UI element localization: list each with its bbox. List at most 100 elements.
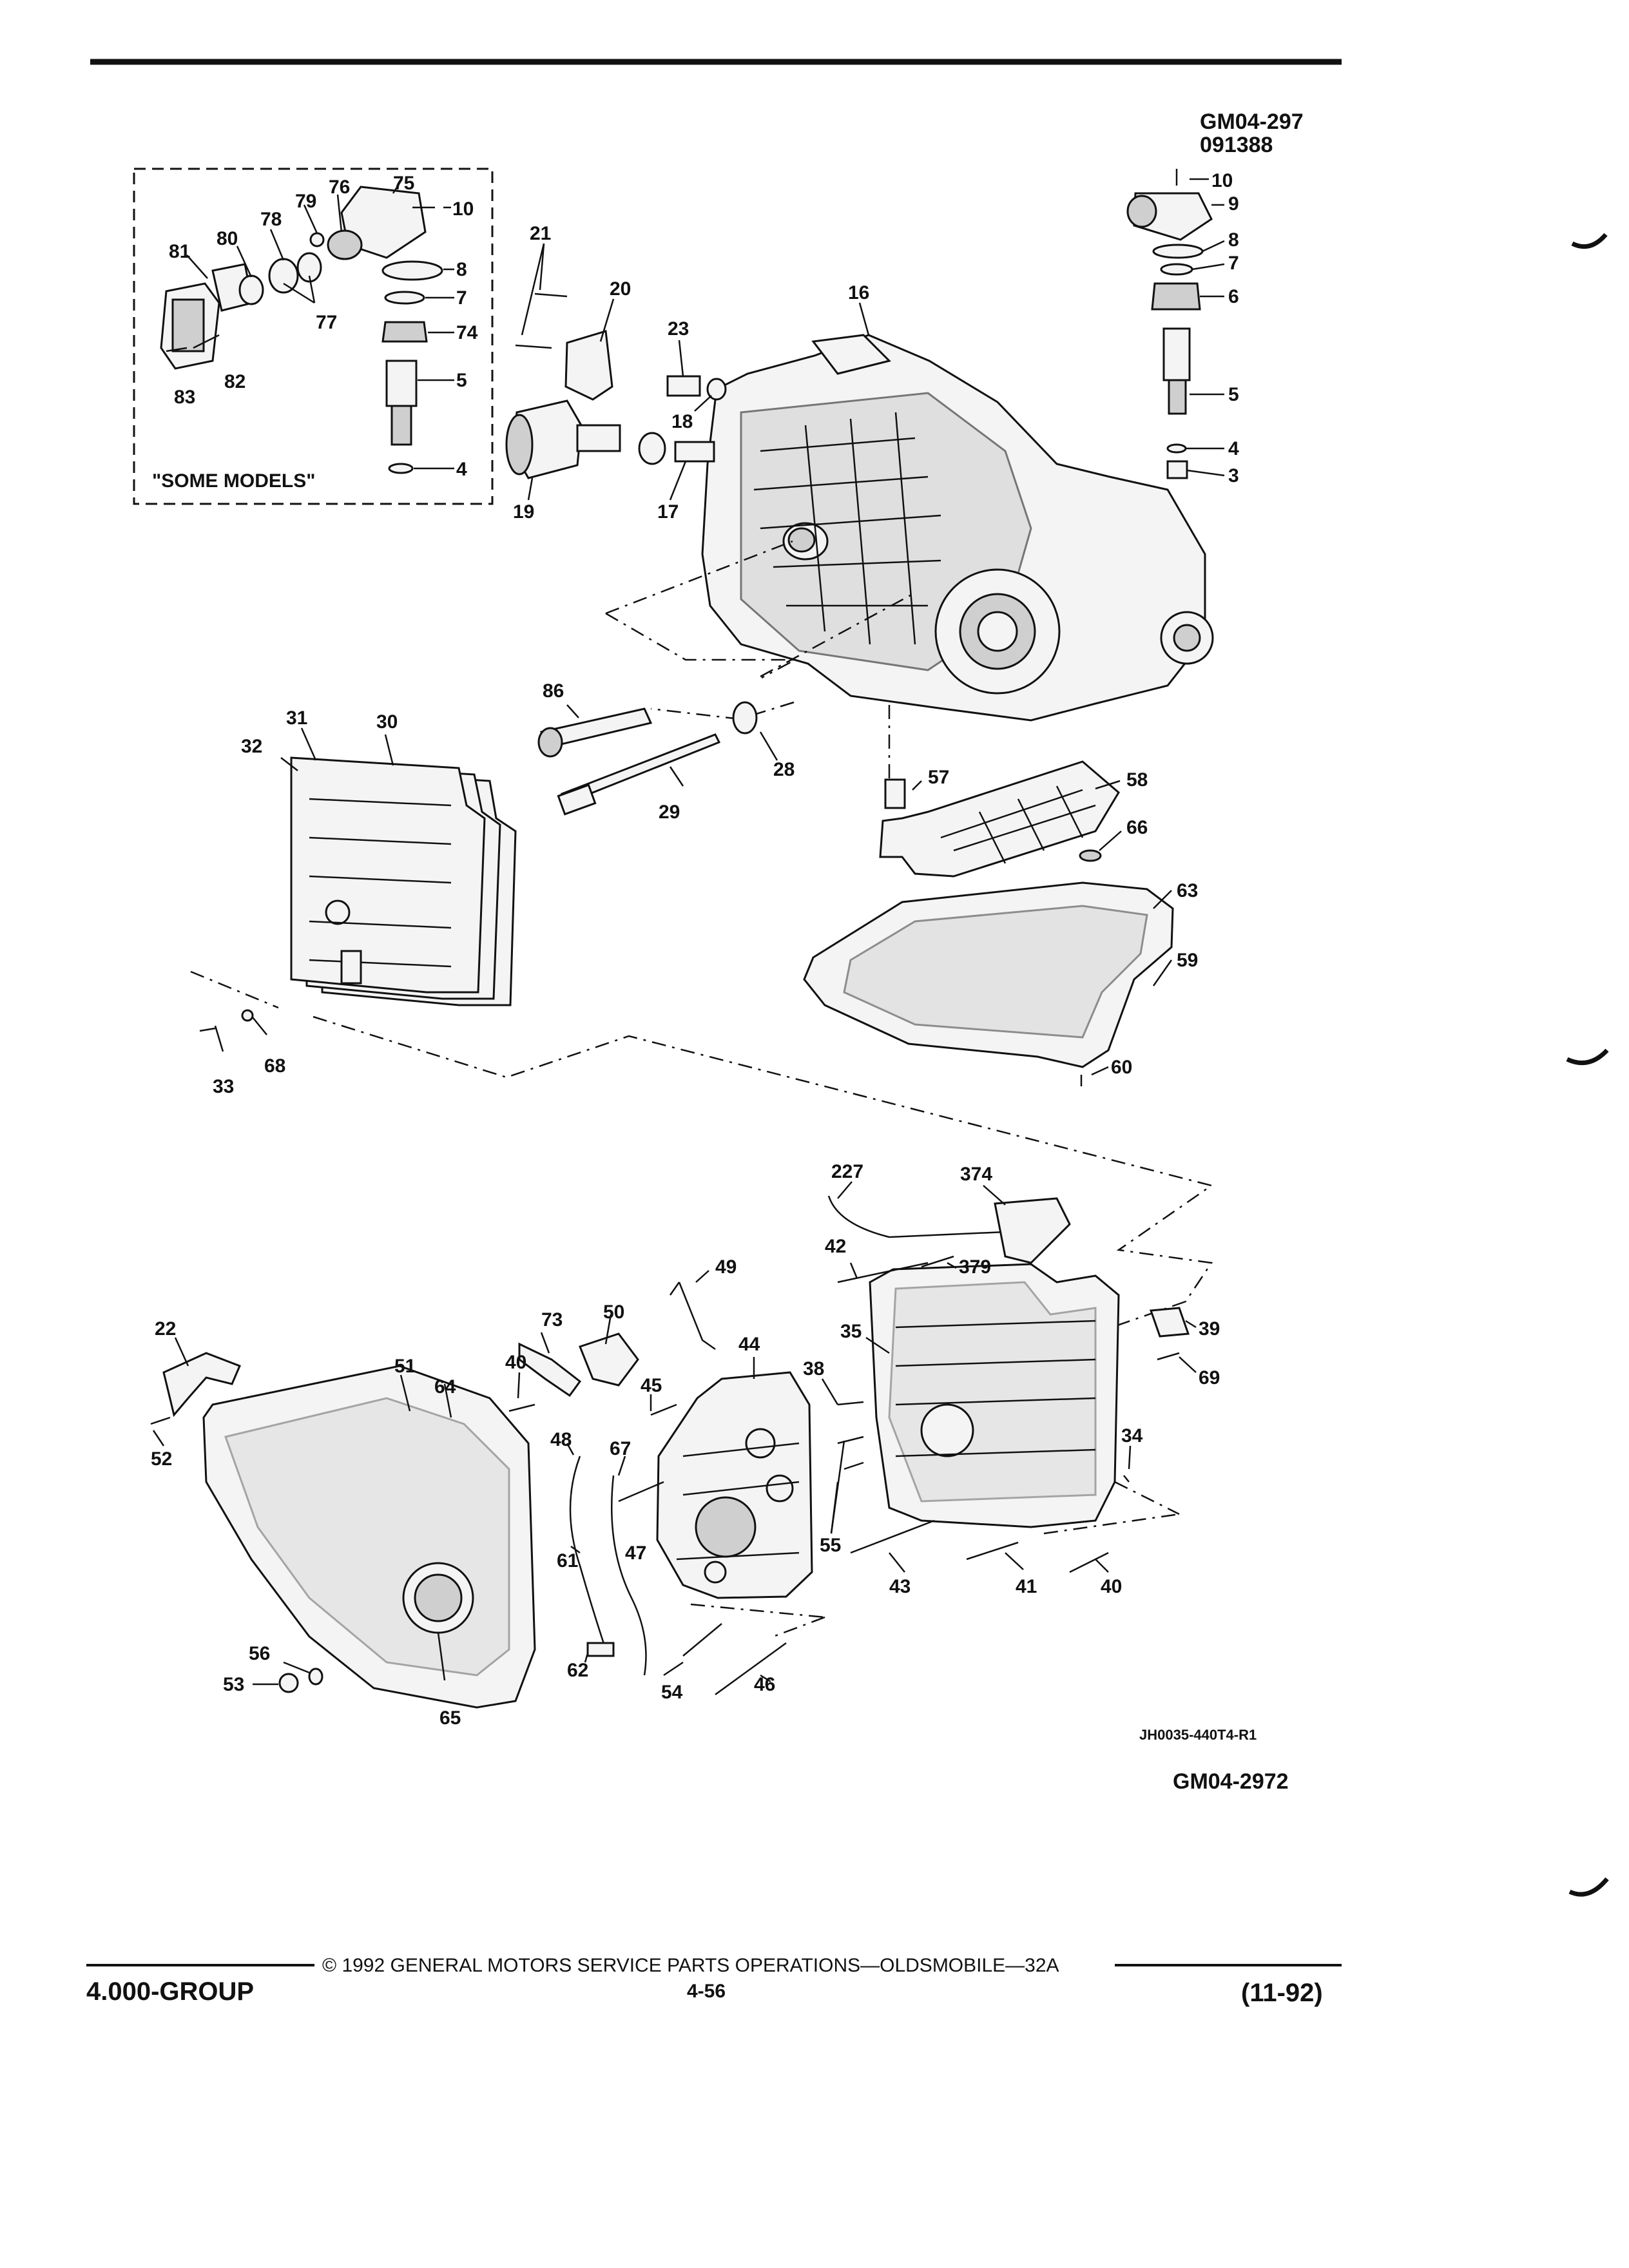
callout-48: 48	[550, 1429, 572, 1450]
callout-5a: 5	[456, 370, 467, 391]
callout-30: 30	[376, 711, 398, 733]
callout-80: 80	[217, 228, 238, 249]
footer-group: 4.000-GROUP	[86, 1977, 254, 2006]
callout-42: 42	[825, 1236, 846, 1257]
ref-code-1: GM04-297	[1200, 110, 1304, 134]
callout-45: 45	[641, 1375, 662, 1396]
callout-50: 50	[603, 1302, 624, 1323]
spacer-plate-and-gaskets	[199, 727, 517, 1052]
margin-mark-3	[1568, 1877, 1609, 1897]
callout-86: 86	[543, 680, 564, 702]
callout-77: 77	[316, 312, 337, 333]
callout-227: 227	[831, 1161, 863, 1182]
callout-7a: 7	[456, 287, 467, 309]
callout-18: 18	[671, 411, 693, 432]
callout-56: 56	[249, 1643, 270, 1664]
callout-69: 69	[1199, 1367, 1220, 1389]
shaft-assembly	[537, 701, 778, 816]
callout-73: 73	[541, 1309, 563, 1331]
callout-39: 39	[1199, 1318, 1220, 1340]
callout-67: 67	[610, 1438, 631, 1459]
ref-code-2: 091388	[1200, 133, 1273, 157]
callout-47: 47	[625, 1542, 646, 1564]
callout-32: 32	[241, 736, 262, 757]
case-side-cover	[202, 1365, 536, 1709]
callout-21: 21	[530, 223, 551, 244]
callout-6: 6	[1228, 286, 1239, 307]
callout-29: 29	[659, 802, 680, 823]
callout-16: 16	[848, 282, 869, 303]
inset-some-models	[133, 168, 494, 505]
callout-66: 66	[1126, 817, 1148, 838]
callout-65: 65	[439, 1707, 461, 1729]
callout-22: 22	[155, 1318, 176, 1340]
detent-linkage	[508, 1270, 716, 1676]
drawing-code: JH0035-440T4-R1	[1139, 1727, 1257, 1743]
callout-8a: 8	[456, 259, 467, 280]
callout-53: 53	[223, 1674, 244, 1695]
callout-76: 76	[329, 177, 350, 198]
solenoid-assembly	[505, 243, 727, 501]
callout-38: 38	[803, 1358, 824, 1379]
callout-58: 58	[1126, 769, 1148, 791]
callout-83: 83	[174, 387, 195, 408]
callout-63: 63	[1177, 880, 1198, 901]
oil-pan-and-filter	[803, 760, 1174, 1086]
callout-51: 51	[394, 1356, 416, 1377]
bracket-and-fasteners	[150, 1337, 323, 1693]
callout-54: 54	[661, 1682, 683, 1703]
callout-10a: 10	[452, 198, 474, 220]
margin-mark-1	[1571, 233, 1608, 249]
footer-date: (11-92)	[1241, 1979, 1323, 2007]
callout-34: 34	[1121, 1425, 1143, 1446]
valve-body-main	[821, 1181, 1197, 1573]
valve-body-upper	[617, 1357, 813, 1696]
callout-7b: 7	[1228, 253, 1239, 274]
callout-75: 75	[393, 173, 414, 194]
callout-19: 19	[513, 501, 534, 523]
callout-46: 46	[754, 1674, 775, 1695]
footer-copyright: © 1992 GENERAL MOTORS SERVICE PARTS OPER…	[322, 1955, 1059, 1976]
callout-4a: 4	[456, 459, 467, 480]
callout-374: 374	[960, 1164, 992, 1185]
margin-mark-2	[1566, 1048, 1609, 1066]
callout-4b: 4	[1228, 438, 1239, 459]
footer-page: 4-56	[687, 1981, 726, 2002]
callout-9: 9	[1228, 193, 1239, 215]
guide-lines-upper	[605, 540, 916, 780]
callout-44: 44	[738, 1334, 760, 1355]
transaxle-case	[701, 302, 1214, 722]
callout-68: 68	[264, 1055, 285, 1077]
callout-28: 28	[773, 759, 795, 780]
callout-5b: 5	[1228, 384, 1239, 405]
callout-79: 79	[295, 191, 316, 212]
callout-41: 41	[1016, 1576, 1037, 1597]
callout-33: 33	[213, 1076, 234, 1097]
callout-40a: 40	[505, 1352, 526, 1373]
callout-59: 59	[1177, 950, 1198, 971]
callout-17: 17	[657, 501, 679, 523]
callout-55: 55	[820, 1535, 841, 1556]
guide-lines-lower	[690, 1481, 1180, 1638]
callout-8b: 8	[1228, 229, 1239, 251]
figure-code: GM04-2972	[1173, 1769, 1289, 1794]
callout-64: 64	[434, 1376, 456, 1398]
callout-40b: 40	[1101, 1576, 1122, 1597]
callout-labels: 75 76 79 10 78 80 81 8 7 77 74 83 82 5 4…	[151, 170, 1239, 1729]
callout-31: 31	[286, 707, 307, 729]
callout-20: 20	[610, 278, 631, 300]
callout-49: 49	[715, 1256, 737, 1278]
callout-35: 35	[840, 1321, 862, 1342]
callout-57: 57	[928, 767, 949, 788]
callout-23: 23	[668, 318, 689, 340]
callout-3: 3	[1228, 465, 1239, 486]
callout-61: 61	[557, 1550, 578, 1571]
speedo-drive-stack	[1126, 169, 1225, 479]
callout-62: 62	[567, 1660, 588, 1681]
callout-81: 81	[169, 241, 190, 262]
callout-10b: 10	[1211, 170, 1233, 191]
callout-74: 74	[456, 322, 478, 343]
callout-379: 379	[959, 1256, 991, 1278]
callout-43: 43	[889, 1576, 911, 1597]
